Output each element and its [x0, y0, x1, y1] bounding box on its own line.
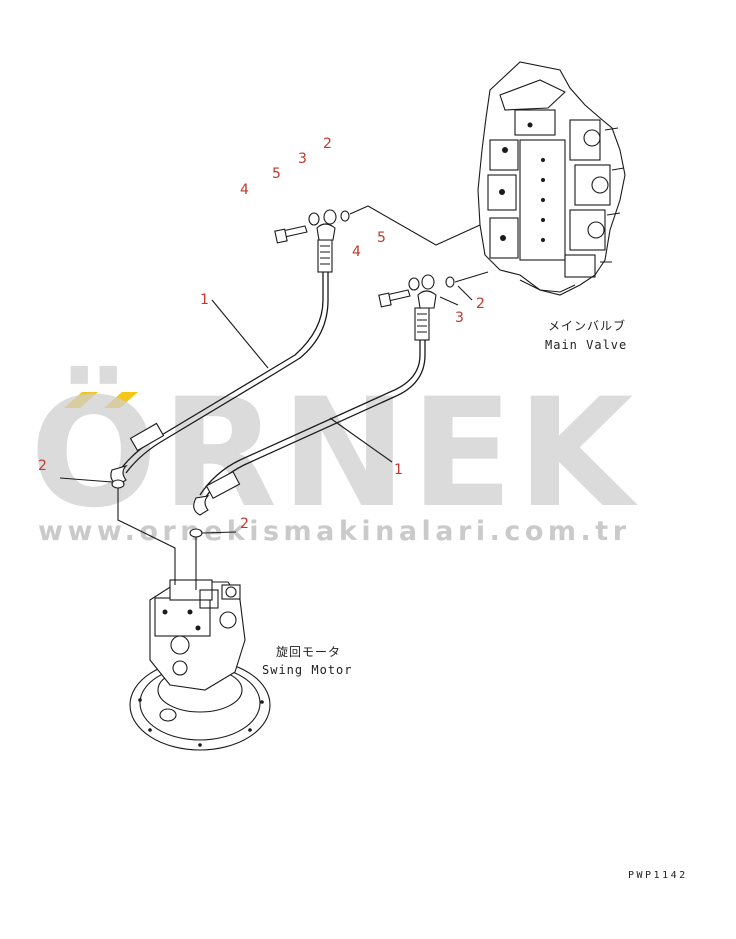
swing-motor-label-en: Swing Motor: [262, 663, 352, 677]
swing-motor-label-jp: 旋回モータ: [276, 645, 341, 659]
leader-lines: [59, 205, 489, 590]
callout-bolt-top: 4: [240, 182, 249, 198]
callout-hose-left: 1: [200, 292, 209, 308]
swing-motor: [129, 579, 271, 751]
oring-motor-left: [111, 479, 125, 489]
callout-oring-motor-left: 2: [38, 458, 47, 474]
watermark-url: www.ornekismakinalari.com.tr: [38, 516, 631, 547]
hose-left: [110, 239, 333, 486]
fitting-set-mid: [378, 274, 455, 309]
callout-bolt-mid: 4: [352, 244, 361, 260]
watermark: ÖRNEK www.ornekismakinalari.com.tr: [30, 365, 638, 547]
drawing-code: PWP1142: [628, 870, 688, 881]
callouts: 1 1 2 3 5 4 5 4 2 3 2 2: [38, 136, 485, 532]
callout-clamp-mid: 3: [455, 310, 464, 326]
watermark-accent-left: [64, 392, 98, 408]
watermark-brand: ÖRNEK: [30, 365, 638, 541]
hose-right: [193, 307, 430, 516]
fitting-set-top: [274, 209, 350, 244]
main-valve-label-en: Main Valve: [545, 338, 627, 352]
main-valve-label-jp: メインバルブ: [548, 318, 626, 333]
callout-oring-mid: 2: [476, 296, 485, 312]
callout-washer-top: 5: [272, 166, 281, 182]
callout-oring-top: 2: [323, 136, 332, 152]
main-valve: [477, 61, 626, 296]
oring-motor-right: [189, 528, 203, 538]
callout-washer-mid: 5: [377, 230, 386, 246]
callout-oring-motor-right: 2: [240, 516, 249, 532]
callout-clamp-top: 3: [298, 151, 307, 167]
callout-hose-right: 1: [394, 462, 403, 478]
watermark-accent-right: [104, 392, 138, 408]
